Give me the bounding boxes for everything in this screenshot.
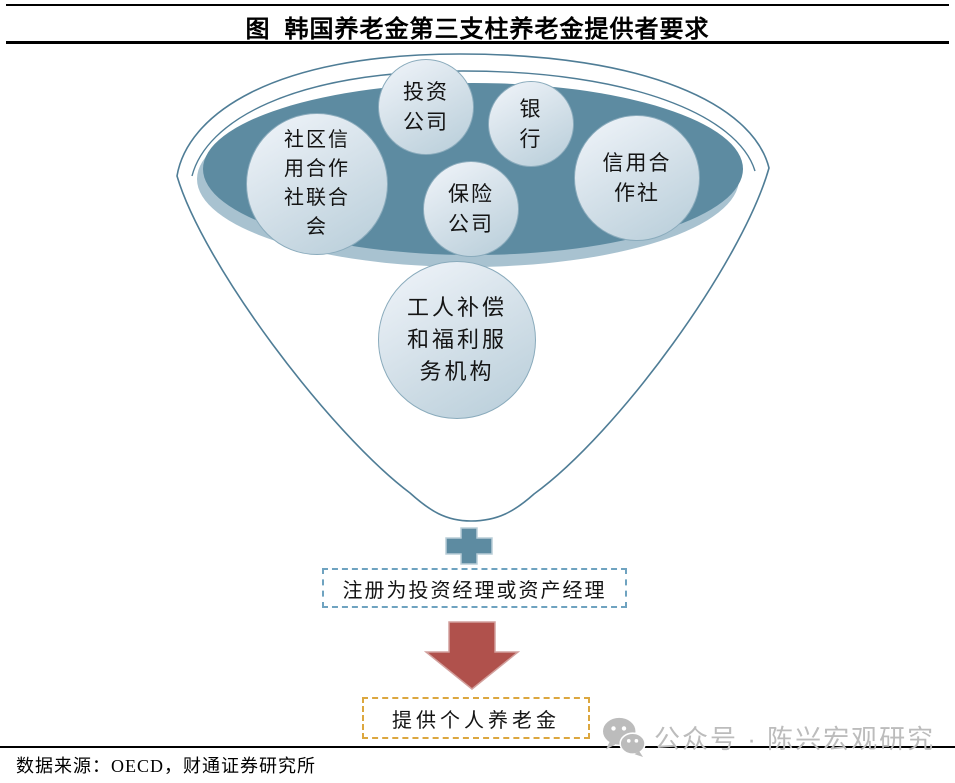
bottom-rule [0,746,955,748]
down-arrow-icon [423,621,521,690]
figure-title: 图 韩国养老金第三支柱养老金提供者要求 [245,17,710,43]
provider-label: 信用合 作社 [602,150,672,205]
provider-circle-bank: 银 行 [488,81,574,167]
provider-circle-credit-union: 信用合 作社 [574,115,700,241]
provider-circle-insurance-company: 保险 公司 [423,161,519,257]
provider-circle-investment-company: 投资 公司 [378,59,474,155]
provider-label: 投资 公司 [403,79,449,134]
provider-label: 社区信 用合作 社联合 会 [284,129,350,238]
plus-icon [445,527,493,565]
provider-label: 保险 公司 [448,181,494,236]
register-requirement-box: 注册为投资经理或资产经理 [322,568,627,608]
title-underline-rule [6,41,949,44]
result-label: 提供个人养老金 [392,709,560,732]
provider-circle-workers-comp-welfare: 工人补偿 和福利服 务机构 [378,261,536,419]
source-note: 数据来源：OECD，财通证券研究所 [16,756,316,776]
register-requirement-label: 注册为投资经理或资产经理 [342,579,607,602]
funnel-inner-rim [191,70,756,177]
provider-circle-community-credit-federation: 社区信 用合作 社联合 会 [246,113,388,255]
provider-label: 银 行 [519,96,543,151]
watermark: 公众号 · 陈兴宏观研究 [601,716,935,758]
watermark-text: 公众号 · 陈兴宏观研究 [654,723,936,754]
provider-label: 工人补偿 和福利服 务机构 [406,295,507,384]
top-rule [6,4,949,6]
result-box: 提供个人养老金 [362,697,590,739]
wechat-icon [603,717,646,758]
